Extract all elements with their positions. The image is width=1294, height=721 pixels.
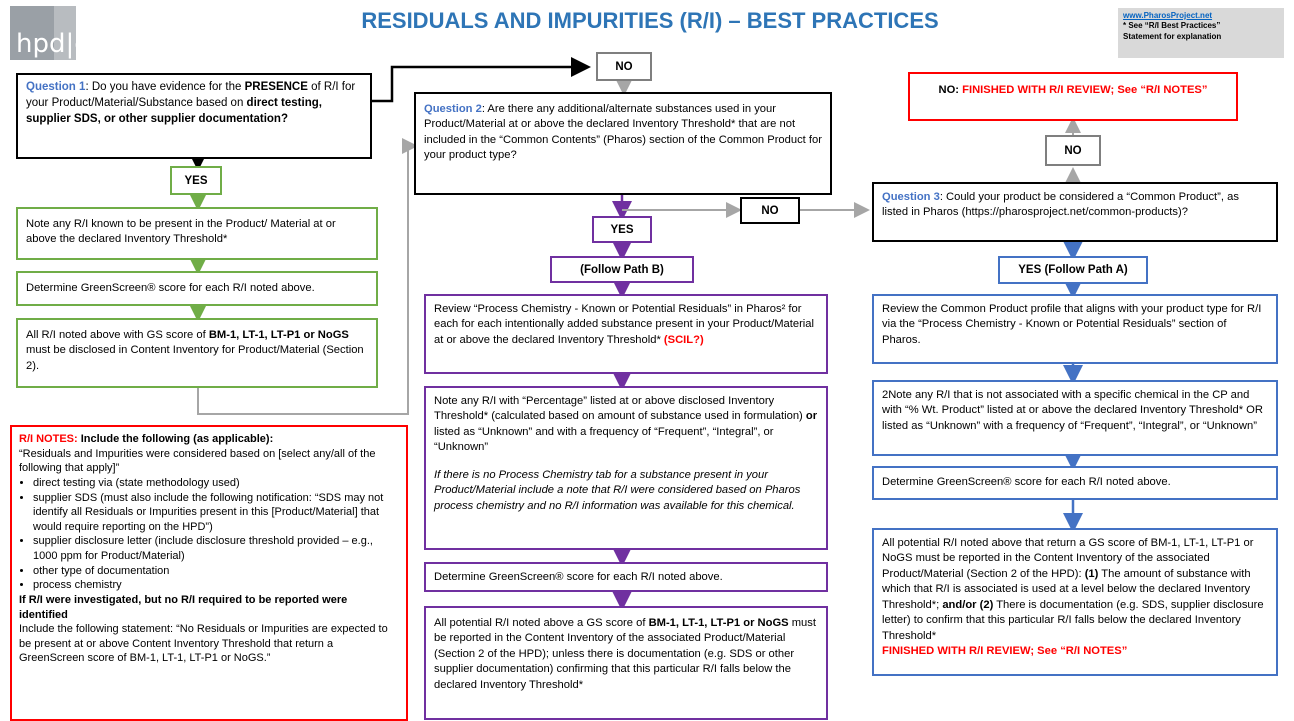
question-2-label: Question 2 — [424, 103, 482, 115]
finished-text: FINISHED WITH R/I REVIEW; See “R/I NOTES… — [962, 84, 1208, 96]
green-step-3-text-b: must be disclosed in Content Inventory f… — [26, 344, 364, 372]
blue-step-3: Determine GreenScreen® score for each R/… — [872, 466, 1278, 500]
question-2-box: Question 2: Are there any additional/alt… — [414, 92, 832, 195]
ri-notes-item: process chemistry — [33, 578, 399, 593]
blue-step-4: All potential R/I noted above that retur… — [872, 528, 1278, 676]
blue-step-4-finished: FINISHED WITH R/I REVIEW; See “R/I NOTES… — [882, 645, 1128, 658]
purple-step-2-italic-note: If there is no Process Chemistry tab for… — [434, 468, 801, 512]
purple-step-4: All potential R/I noted above a GS score… — [424, 606, 828, 720]
ri-notes-item: supplier disclosure letter (include disc… — [33, 534, 399, 563]
yes-label-q2: YES — [592, 216, 652, 243]
green-step-3-bold: BM-1, LT-1, LT-P1 or NoGS — [208, 329, 349, 341]
blue-step-4-bold-2: and/or (2) — [942, 598, 994, 611]
question-3-text: : Could your product be considered a “Co… — [882, 191, 1239, 219]
ri-notes-list: direct testing via (state methodology us… — [19, 476, 399, 593]
purple-step-1-text: Review “Process Chemistry - Known or Pot… — [434, 303, 814, 346]
ri-notes-item: direct testing via (state methodology us… — [33, 476, 399, 491]
purple-step-2-text-a: Note any R/I with “Percentage” listed at… — [434, 395, 806, 423]
blue-step-4-bold-1: (1) — [1084, 567, 1099, 580]
purple-step-1-scil: (SCIL?) — [663, 333, 704, 346]
ri-notes-heading: R/I NOTES: — [19, 433, 78, 445]
ri-notes-statement: Include the following statement: “No Res… — [19, 623, 388, 665]
blue-step-4-text-b: The amount of substance with which that … — [882, 567, 1251, 611]
finished-box-top: NO: FINISHED WITH R/I REVIEW; See “R/I N… — [908, 72, 1238, 121]
no-label-q3: NO — [1045, 135, 1101, 166]
ri-notes-item: supplier SDS (must also include the foll… — [33, 491, 399, 535]
purple-step-4-bold: BM-1, LT-1, LT-P1 or NoGS — [648, 617, 789, 629]
question-1-text-b: of R/I for your Product/Material/Substan… — [26, 81, 356, 109]
blue-step-2: 2Note any R/I that is not associated wit… — [872, 380, 1278, 456]
question-1-box: Question 1: Do you have evidence for the… — [16, 73, 372, 159]
question-3-box: Question 3: Could your product be consid… — [872, 182, 1278, 242]
purple-step-2-text-b: listed as “Unknown” and with a frequency… — [434, 425, 774, 454]
purple-step-3: Determine GreenScreen® score for each R/… — [424, 562, 828, 592]
logo-text: hpd|c — [16, 29, 76, 59]
no-label-q2: NO — [740, 197, 800, 224]
reference-note-line2: Statement for explanation — [1123, 31, 1222, 41]
page-title: RESIDUALS AND IMPURITIES (R/I) – BEST PR… — [361, 8, 939, 33]
yes-follow-path-a-label: YES (Follow Path A) — [998, 256, 1148, 284]
ri-notes-heading-rest: Include the following (as applicable): — [77, 433, 274, 445]
ri-notes-box: R/I NOTES: Include the following (as app… — [10, 425, 408, 721]
blue-step-4-text-a: All potential R/I noted above that retur… — [882, 537, 1254, 580]
follow-path-b-label: (Follow Path B) — [550, 256, 694, 283]
purple-step-4-text-a: All potential R/I noted above a GS score… — [434, 617, 649, 629]
pharos-link[interactable]: www.PharosProject.net — [1123, 11, 1213, 20]
purple-step-2-or: or — [805, 410, 818, 423]
question-3-label: Question 3 — [882, 191, 940, 203]
reference-note-line1: * See “R/I Best Practices” — [1123, 21, 1221, 31]
question-1-bold-b: direct testing, supplier SDS, or other s… — [26, 96, 322, 125]
purple-step-4-text-b: must be reported in the Content Inventor… — [434, 617, 816, 691]
question-2-text: : Are there any additional/alternate sub… — [424, 103, 822, 162]
blue-step-4-text-c: There is documentation (e.g. SDS, suppli… — [882, 598, 1264, 642]
green-step-3-text-a: All R/I noted above with GS score of — [26, 329, 209, 341]
purple-step-1: Review “Process Chemistry - Known or Pot… — [424, 294, 828, 374]
hpdc-logo: hpd|c — [10, 6, 89, 60]
reference-note: www.PharosProject.net * See “R/I Best Pr… — [1118, 8, 1284, 58]
question-1-label: Question 1 — [26, 81, 86, 93]
green-step-3: All R/I noted above with GS score of BM-… — [16, 318, 378, 388]
finished-no-prefix: NO: — [938, 84, 963, 96]
no-label-q1: NO — [596, 52, 652, 81]
question-1-text-a: : Do you have evidence for the — [85, 81, 245, 93]
purple-step-2: Note any R/I with “Percentage” listed at… — [424, 386, 828, 550]
green-step-1: Note any R/I known to be present in the … — [16, 207, 378, 260]
blue-step-1: Review the Common Product profile that a… — [872, 294, 1278, 364]
question-1-bold-a: PRESENCE — [244, 81, 308, 93]
green-step-2: Determine GreenScreen® score for each R/… — [16, 271, 378, 306]
ri-notes-item: other type of documentation — [33, 564, 399, 579]
ri-notes-bold-line: If R/I were investigated, but no R/I req… — [19, 593, 348, 621]
logo-graphic: hpd|c — [10, 6, 89, 60]
ri-notes-intro: “Residuals and Impurities were considere… — [19, 447, 376, 475]
yes-label-q1: YES — [170, 166, 222, 195]
